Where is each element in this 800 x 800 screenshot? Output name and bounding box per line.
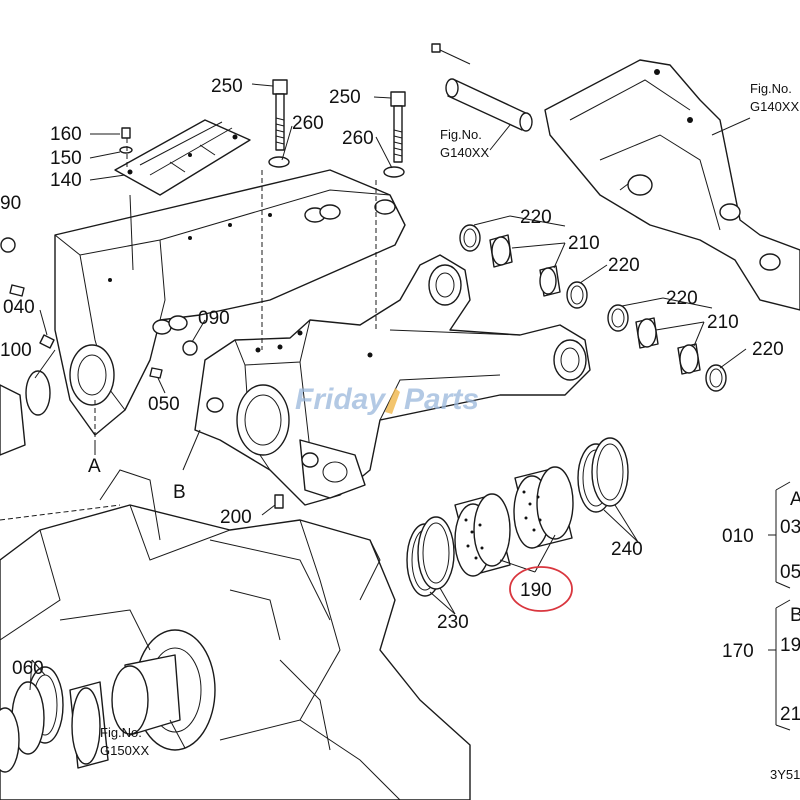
seal-220-c	[607, 304, 629, 332]
callout-220-a: 220	[520, 207, 552, 228]
legend-a-2: 05	[780, 562, 800, 583]
fitting-040	[9, 284, 198, 379]
front-frame-g140	[544, 59, 800, 311]
callout-200: 200	[220, 507, 252, 528]
bearing-210-a	[489, 234, 561, 297]
callout-190: 190	[520, 580, 552, 601]
figref-g140-left-line2: G140XX	[440, 145, 489, 160]
callout-050: 050	[148, 394, 180, 415]
figure-references: Fig.No. G140XX Fig.No. G140XX Fig.No. G1…	[100, 81, 800, 782]
callout-090: 090	[198, 308, 230, 329]
seal-240	[577, 437, 629, 513]
legend-a-head: A	[790, 489, 800, 510]
figref-g140-right-line1: Fig.No.	[750, 81, 792, 96]
callout-b: B	[173, 482, 186, 503]
seal-220-d	[705, 364, 727, 392]
pivot-housing	[194, 254, 591, 506]
axle-support-bracket	[54, 169, 406, 436]
side-cover-100	[0, 237, 51, 456]
seal-220-a	[459, 224, 481, 252]
legend-b-1: 19	[780, 635, 800, 656]
bushing-190-b	[513, 466, 574, 549]
fitting-200	[274, 494, 284, 509]
figref-g150-line2: G150XX	[100, 743, 149, 758]
figref-g150-line1: Fig.No.	[100, 725, 142, 740]
callout-250-right: 250	[329, 87, 361, 108]
pin-top	[431, 43, 533, 132]
callout-260-left: 260	[292, 113, 324, 134]
bushing-060-group	[0, 666, 109, 773]
shim-plate-140	[114, 119, 251, 196]
callout-a: A	[88, 456, 101, 477]
callout-220-d: 220	[752, 339, 784, 360]
bolt-250-left	[268, 79, 290, 168]
highlight-circle	[509, 566, 573, 612]
legend-fragments: A 03 05 B 19 21	[780, 489, 800, 725]
watermark-word1: Friday	[295, 383, 386, 416]
callout-labels: 250 250 260 260 160 150 140 90 040 090 1…	[0, 76, 784, 679]
bearing-210-b	[635, 317, 701, 375]
callout-250-left: 250	[211, 76, 243, 97]
callout-090-left: 90	[0, 193, 21, 214]
grease-nipple-160	[119, 127, 133, 154]
bushing-190-a	[454, 493, 511, 577]
legend-a-1: 03	[780, 517, 800, 538]
seal-230	[406, 516, 455, 597]
callout-230: 230	[437, 612, 469, 633]
callout-220-b: 220	[608, 255, 640, 276]
watermark-accent	[385, 388, 400, 414]
callout-170: 170	[722, 641, 754, 662]
watermark-word2: Parts	[404, 383, 479, 416]
callout-240: 240	[611, 539, 643, 560]
bolt-250-right	[383, 91, 406, 178]
callout-060: 060	[12, 658, 44, 679]
callout-220-c: 220	[666, 288, 698, 309]
callout-210-a: 210	[568, 233, 600, 254]
legend-b-head: B	[790, 605, 800, 626]
callout-040: 040	[3, 297, 35, 318]
legend-b-2: 21	[780, 704, 800, 725]
figref-g140-right-line2: G140XX	[750, 99, 799, 114]
figref-g140-left-line1: Fig.No.	[440, 127, 482, 142]
callout-210-b: 210	[707, 312, 739, 333]
callout-100: 100	[0, 340, 32, 361]
diagram-code: 3Y51	[770, 767, 800, 782]
leader-lines	[29, 83, 791, 749]
callout-010: 010	[722, 526, 754, 547]
callout-260-right: 260	[342, 128, 374, 149]
seal-220-b	[566, 281, 588, 309]
callout-150: 150	[50, 148, 82, 169]
axle-housing	[0, 469, 471, 800]
callout-140: 140	[50, 170, 82, 191]
watermark-logo: Friday Parts	[295, 383, 479, 416]
callout-160: 160	[50, 124, 82, 145]
